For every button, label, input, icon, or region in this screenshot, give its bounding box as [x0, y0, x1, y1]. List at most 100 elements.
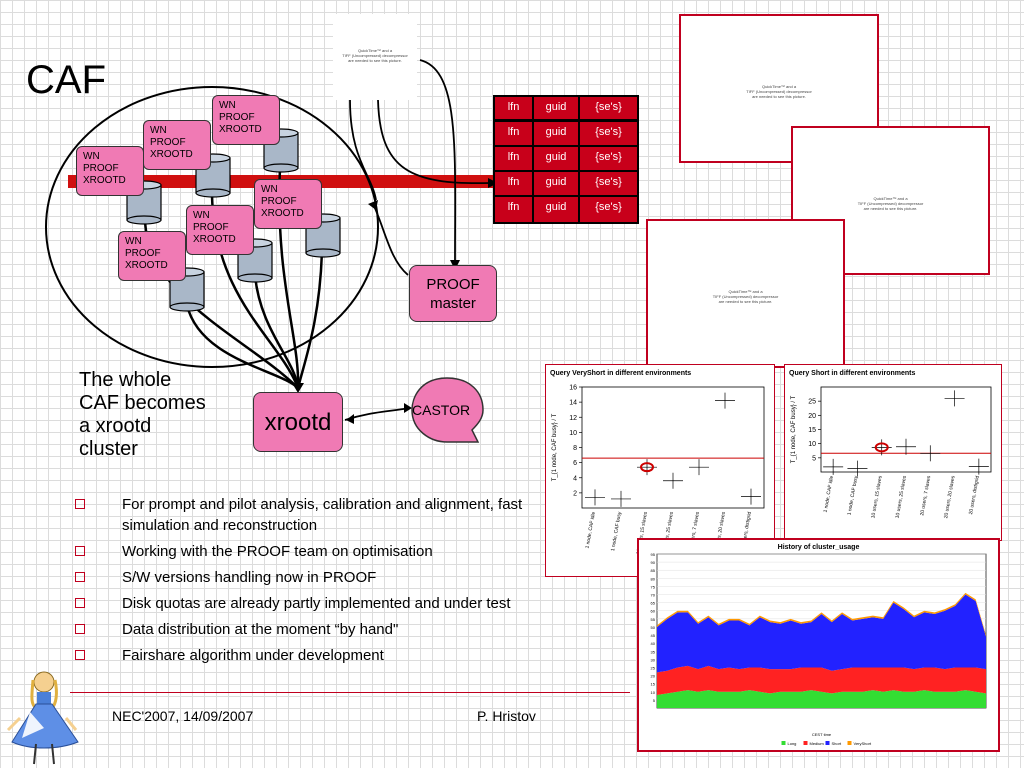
legend-swatch [803, 741, 808, 745]
table-cell: guid [534, 147, 578, 170]
chart-title: Query VeryShort in different environment… [550, 370, 691, 377]
y-tick-label: 50 [651, 625, 656, 630]
bullet-square-icon [75, 650, 85, 660]
y-tick-label: 70 [651, 593, 656, 598]
xrootd-node: xrootd [253, 392, 343, 452]
list-item: S/W versions handling now in PROOF [75, 567, 525, 588]
wn-node: WN PROOF XROOTD [76, 146, 144, 196]
bullet-square-icon [75, 624, 85, 634]
y-tick-label: 15 [808, 427, 816, 434]
wn-node: WN PROOF XROOTD [118, 231, 186, 281]
y-tick-label: 12 [569, 415, 577, 422]
wn-node: WN PROOF XROOTD [254, 179, 322, 229]
y-tick-label: 20 [808, 413, 816, 420]
table-cell: {se's} [580, 197, 637, 222]
table-cell: {se's} [580, 147, 637, 170]
legend-label: Short [832, 741, 842, 746]
wn-node: WN PROOF XROOTD [186, 205, 254, 255]
y-tick-label: 10 [808, 441, 816, 448]
chart-title: Query Short in different environments [789, 370, 916, 377]
y-tick-label: 95 [651, 552, 656, 557]
bullet-text: Fairshare algorithm under development [122, 647, 384, 664]
area-series [657, 594, 986, 673]
legend-label: Long [788, 741, 797, 746]
plot-area [581, 386, 765, 509]
xrootd-arrowhead [292, 383, 304, 393]
list-item: For prompt and pilot analysis, calibrati… [75, 494, 525, 536]
table-cell: lfn [495, 197, 532, 222]
table-cell: guid [534, 197, 578, 222]
table-cell: {se's} [580, 122, 637, 145]
x-tick-label: 1 node, CAF busy [847, 475, 860, 516]
y-tick-label: 35 [651, 649, 656, 654]
bullet-list: For prompt and pilot analysis, calibrati… [75, 494, 525, 671]
x-tick-label: 1 node, CAF idle [585, 511, 597, 549]
y-tick-label: 55 [651, 617, 656, 622]
area-series [657, 665, 986, 696]
y-tick-label: 40 [651, 641, 656, 646]
arrowhead-cluster [368, 200, 378, 210]
y-axis-label: T_{1 node, CAF busy} / T [552, 413, 558, 481]
alice-figure-icon [6, 671, 79, 765]
y-tick-label: 45 [651, 633, 656, 638]
castor-bubble [411, 377, 484, 443]
arrowhead-xrootd [346, 414, 354, 424]
y-tick-label: 90 [651, 560, 656, 565]
x-tick-label: 20 users, 7 slaves [919, 475, 932, 516]
castor-label: CASTOR [412, 402, 471, 418]
area-series [657, 690, 986, 708]
quicktime-placeholder-top: QuickTime™ and a TIFF (Uncompressed) dec… [333, 14, 417, 100]
bullet-square-icon [75, 546, 85, 556]
x-tick-label: 20 users, 20 slaves [943, 475, 956, 519]
highlight-marker [874, 442, 889, 453]
legend-swatch [825, 741, 830, 745]
y-tick-label: 5 [653, 698, 656, 703]
highlight-marker [640, 462, 654, 473]
y-tick-label: 16 [569, 385, 577, 392]
y-tick-label: 75 [651, 584, 656, 589]
footer-right: P. Hristov [477, 708, 536, 724]
chart-cluster-usage: History of cluster_usage5101520253035404… [651, 544, 987, 746]
catalog-table: lfn guid {se's} lfn guid {se's} lfn guid… [493, 95, 639, 224]
table-cell: lfn [495, 122, 532, 145]
y-tick-label: 10 [651, 690, 656, 695]
list-item: Fairshare algorithm under development [75, 645, 525, 666]
chart-short: Query Short in different environments510… [789, 370, 992, 519]
table-cell: {se's} [580, 172, 637, 195]
legend-swatch [847, 741, 852, 745]
y-tick-label: 10 [569, 430, 577, 437]
quicktime-placeholder-3: QuickTime™ and a TIFF (Uncompressed) dec… [646, 219, 845, 368]
wn-node: WN PROOF XROOTD [143, 120, 211, 170]
x-tick-label: 20 users, distigrid [968, 475, 981, 515]
bullet-text: Working with the PROOF team on optimisat… [122, 543, 433, 560]
bullet-square-icon [75, 499, 85, 509]
table-cell: lfn [495, 147, 532, 170]
y-tick-label: 85 [651, 568, 656, 573]
y-tick-label: 6 [573, 460, 577, 467]
y-tick-label: 60 [651, 609, 656, 614]
proof-master-node: PROOF master [409, 265, 497, 322]
x-tick-label: 10 users, 25 slaves [895, 475, 908, 519]
y-tick-label: 65 [651, 601, 656, 606]
x-tick-label: 10 users, 15 slaves [870, 475, 883, 519]
plot-area [820, 386, 992, 473]
table-cell: guid [534, 122, 578, 145]
footer-divider [70, 692, 630, 693]
list-item: Working with the PROOF team on optimisat… [75, 541, 525, 562]
list-item: Data distribution at the moment “by hand… [75, 619, 525, 640]
y-tick-label: 20 [651, 674, 656, 679]
arrow-xrootd-castor [344, 407, 411, 421]
arrow-master-to-cluster [373, 205, 409, 276]
chart-title: History of cluster_usage [778, 544, 860, 551]
y-tick-label: 2 [573, 490, 577, 497]
y-tick-label: 30 [651, 657, 656, 662]
cluster-caption: The whole CAF becomes a xrootd cluster [79, 369, 206, 460]
y-axis-label: T_{1 node, CAF busy} / T [791, 395, 797, 463]
legend-label: VeryShort [854, 741, 872, 746]
y-tick-label: 8 [573, 445, 577, 452]
arrow-qt-to-table [377, 99, 491, 185]
y-tick-label: 14 [569, 400, 577, 407]
legend-swatch [781, 741, 786, 745]
table-cell: {se's} [580, 97, 637, 119]
